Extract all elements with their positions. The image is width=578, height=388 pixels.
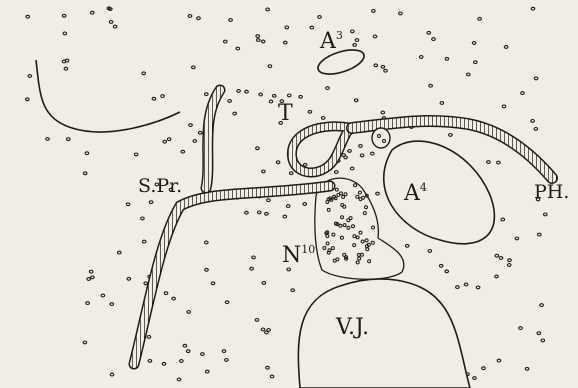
label-spr: S.Pr. (138, 175, 182, 197)
label-t: T (278, 101, 293, 126)
label-ph: PH. (534, 181, 569, 203)
label-vj: V.J. (335, 315, 369, 340)
small-oval-junction (372, 128, 390, 148)
